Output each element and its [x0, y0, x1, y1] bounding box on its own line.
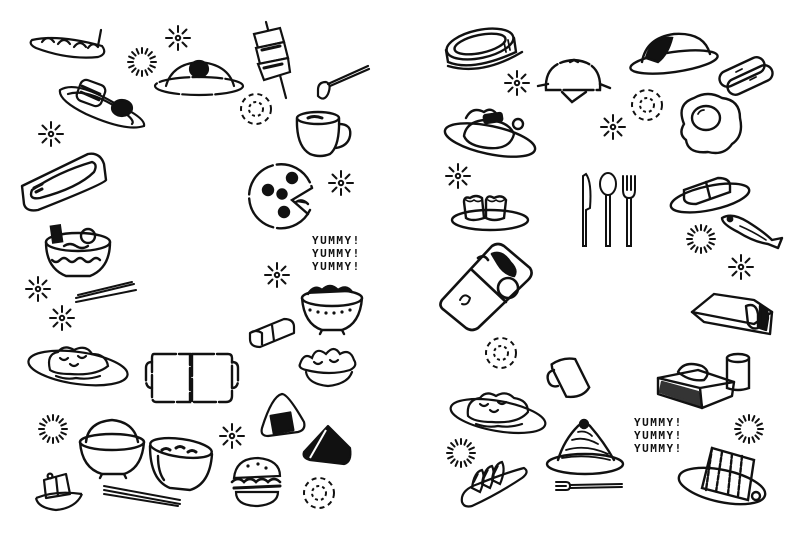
- sausages-icon: [716, 50, 774, 92]
- sparkle-icon: [264, 262, 290, 288]
- spoon-icon: [598, 172, 618, 248]
- dashed-circle-icon: [485, 337, 517, 369]
- fork-icon: [621, 174, 637, 248]
- onigiri-wrapped-icon: [300, 422, 354, 468]
- sparkle-icon: [600, 114, 626, 140]
- yummy-line: YUMMY!: [312, 247, 361, 260]
- yummy-line: YUMMY!: [634, 416, 683, 429]
- fish-icon: [718, 210, 786, 252]
- chopsticks-icon: [102, 484, 182, 508]
- sparkle-ring-icon: [686, 224, 716, 254]
- onigiri-icon: [258, 390, 308, 438]
- sparkle-icon: [328, 170, 354, 196]
- sparkle-icon: [728, 254, 754, 280]
- sparkle-icon: [165, 25, 191, 51]
- miso-soup-bowl-icon: [148, 436, 214, 494]
- yakitori-skewer-icon: [248, 20, 298, 102]
- hamburger-icon: [230, 456, 288, 510]
- tamagoyaki-roll-icon: [688, 288, 776, 342]
- bento-box-icon: [438, 240, 536, 332]
- tamagoyaki-plate-icon: [668, 170, 752, 214]
- tamagoyaki-icon: [246, 315, 298, 349]
- yummy-text: YUMMY! YUMMY! YUMMY!: [634, 416, 683, 455]
- sparkle-icon: [504, 70, 530, 96]
- rice-bowl-icon: [78, 416, 146, 480]
- hamburg-steak-plate-icon: [444, 100, 538, 164]
- yummy-line: YUMMY!: [312, 234, 361, 247]
- gratin-dish-icon: [442, 24, 524, 76]
- twin-mugs-icon: [146, 350, 238, 406]
- sparkle-icon: [25, 276, 51, 302]
- ramen-bowl-icon: [42, 220, 114, 284]
- sandwich-plate-icon: [676, 444, 770, 508]
- yummy-line: YUMMY!: [634, 442, 683, 455]
- chopsticks-icon: [74, 280, 138, 304]
- grill-box-icon: [654, 358, 738, 416]
- fried-egg-icon: [674, 90, 746, 158]
- sparkle-icon: [49, 305, 75, 331]
- steamed-bun-icon: [536, 56, 612, 104]
- shumai-plate-icon: [450, 190, 532, 232]
- knife-icon: [580, 172, 594, 248]
- sparkle-icon: [38, 121, 64, 147]
- dashed-circle-icon: [631, 89, 663, 121]
- takoyaki-boat-icon: [28, 26, 112, 62]
- soup-mug-icon: [294, 110, 358, 160]
- dessert-fork-icon: [554, 478, 624, 496]
- right-page: YUMMY! YUMMY! YUMMY!: [400, 0, 800, 537]
- dashed-circle-icon: [240, 93, 272, 125]
- donburi-bowl-icon: [300, 284, 364, 336]
- sparkle-icon: [219, 423, 245, 449]
- omurice-plate-icon: [628, 28, 720, 76]
- sparkle-ring-icon: [38, 414, 68, 444]
- mug-icon: [544, 356, 596, 404]
- tofu-bowl-icon: [32, 468, 86, 510]
- grilled-fish-rolls-plate-icon: [56, 74, 152, 136]
- spoon-icon: [314, 62, 372, 104]
- salmon-fillet-tray-icon: [18, 150, 110, 216]
- sparkle-ring-icon: [734, 414, 764, 444]
- cup-icon: [724, 352, 754, 394]
- sliced-fruit-plate-icon: [458, 460, 530, 510]
- fried-chicken-plate-icon: [448, 386, 550, 438]
- sparkle-icon: [445, 163, 471, 189]
- pizza-icon: [250, 160, 320, 232]
- mont-blanc-cake-icon: [544, 416, 626, 476]
- yummy-line: YUMMY!: [312, 260, 361, 273]
- left-page: YUMMY! YUMMY! YUMMY!: [0, 0, 400, 537]
- yummy-line: YUMMY!: [634, 429, 683, 442]
- fried-chicken-plate-icon: [26, 340, 130, 390]
- dashed-circle-icon: [303, 477, 335, 509]
- yummy-text: YUMMY! YUMMY! YUMMY!: [312, 234, 361, 273]
- salad-bowl-icon: [296, 344, 360, 388]
- omurice-plate-icon: [152, 58, 246, 98]
